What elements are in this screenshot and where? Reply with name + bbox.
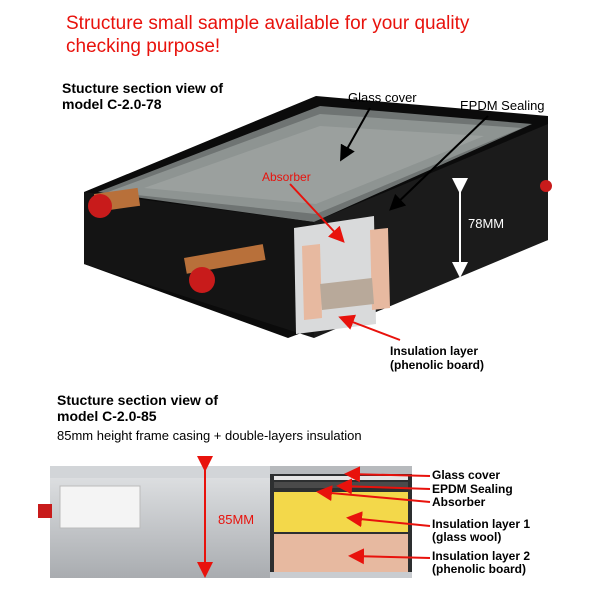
- section2-title-line-2: model C-2.0-85: [57, 408, 157, 424]
- label-epdm-sealing-85: EPDM Sealing: [432, 482, 513, 496]
- label-height-78: 78MM: [468, 216, 505, 231]
- label-height-85: 85MM: [218, 512, 255, 527]
- section1-title-line-1: Stucture section view of: [62, 80, 224, 96]
- section1-title: Stucture section view of model C-2.0-78: [62, 80, 223, 112]
- label-insulation-78-line-2: (phenolic board): [390, 358, 484, 372]
- label-insulation1-85: Insulation layer 1 (glass wool): [432, 518, 530, 544]
- label-insulation-78-line-1: Insulation layer: [390, 344, 479, 358]
- section2-title: Stucture section view of model C-2.0-85: [57, 392, 218, 424]
- section1-title-line-2: model C-2.0-78: [62, 96, 162, 112]
- label-insulation1-85-line-1: Insulation layer 1: [432, 517, 531, 531]
- headline-line-2: checking purpose!: [66, 36, 221, 57]
- label-glass-cover-78: Glass cover: [348, 90, 417, 105]
- label-absorber-85: Absorber: [432, 495, 486, 509]
- label-insulation-78: Insulation layer (phenolic board): [390, 344, 484, 372]
- section2-title-line-1: Stucture section view of: [57, 392, 219, 408]
- label-insulation2-85: Insulation layer 2 (phenolic board): [432, 550, 530, 576]
- section2-subtitle: 85mm height frame casing + double-layers…: [57, 428, 362, 443]
- label-insulation2-85-line-1: Insulation layer 2: [432, 549, 531, 563]
- label-absorber-78: Absorber: [262, 170, 311, 184]
- label-insulation2-85-line-2: (phenolic board): [432, 562, 526, 576]
- headline-line-1: Structure small sample available for you…: [66, 13, 470, 34]
- headline: Structure small sample available for you…: [66, 12, 586, 58]
- label-glass-cover-85: Glass cover: [432, 468, 501, 482]
- label-epdm-sealing-78: EPDM Sealing: [460, 98, 545, 113]
- label-insulation1-85-line-2: (glass wool): [432, 530, 502, 544]
